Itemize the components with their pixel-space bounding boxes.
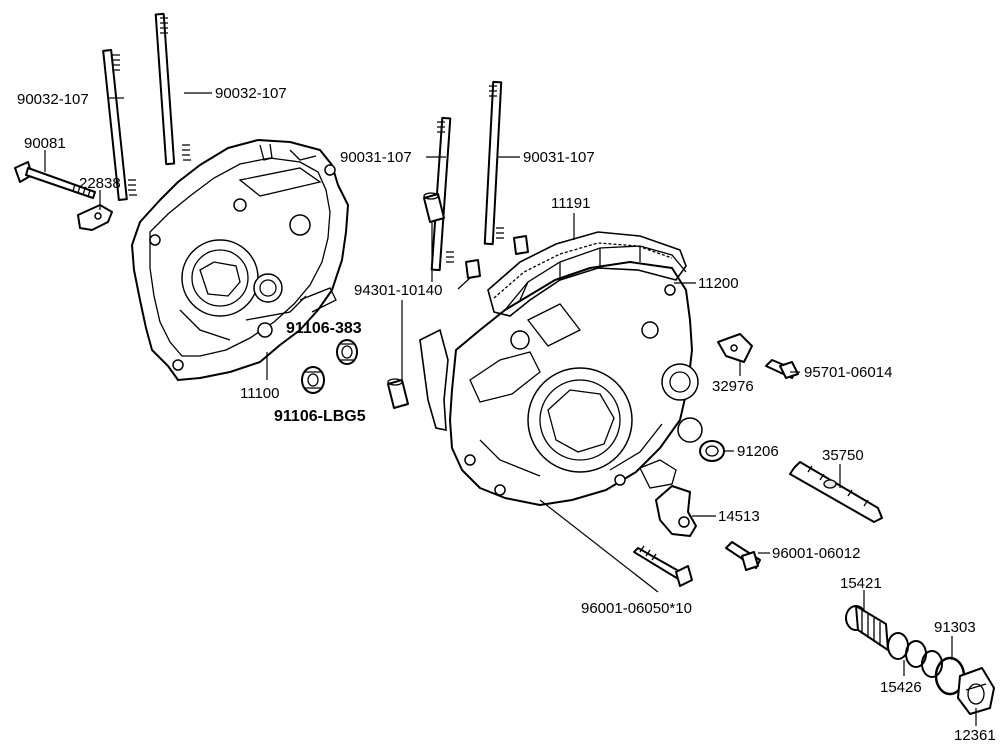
label-32976: 32976 bbox=[712, 378, 754, 395]
label-90031-107-b: 90031-107 bbox=[523, 149, 595, 166]
bolt-96001-06012[interactable] bbox=[725, 541, 761, 571]
label-11100: 11100 bbox=[240, 385, 280, 402]
label-91106-383: 91106-383 bbox=[286, 320, 362, 337]
dowel-pin-small-a[interactable] bbox=[465, 259, 481, 279]
label-91206: 91206 bbox=[737, 443, 779, 460]
label-35750: 35750 bbox=[822, 447, 864, 464]
stud-90031-107-b[interactable] bbox=[483, 80, 504, 246]
o-ring-15426[interactable] bbox=[887, 632, 943, 678]
label-94301-10140: 94301-10140 bbox=[354, 282, 442, 299]
bracket-14513[interactable] bbox=[655, 485, 697, 537]
label-90032-107-b: 90032-107 bbox=[215, 85, 287, 102]
needle-bearing-91106-lbg5[interactable] bbox=[301, 366, 325, 394]
label-12361: 12361 bbox=[954, 727, 996, 744]
label-22838: 22838 bbox=[79, 175, 121, 192]
right-crankcase-part[interactable] bbox=[449, 245, 703, 506]
needle-bearing-91106-383[interactable] bbox=[336, 339, 358, 365]
leader-lines bbox=[44, 92, 977, 726]
label-90032-107-a: 90032-107 bbox=[17, 91, 89, 108]
oil-screen-15421[interactable] bbox=[845, 605, 889, 651]
stud-90032-107-a[interactable] bbox=[102, 48, 137, 202]
dowel-pin-small-b[interactable] bbox=[513, 235, 529, 255]
label-95701-06014: 95701-06014 bbox=[804, 364, 892, 381]
bolt-96001-06050[interactable] bbox=[633, 545, 693, 587]
label-91303: 91303 bbox=[934, 619, 976, 636]
bolt-90081[interactable] bbox=[14, 161, 96, 199]
dowel-pin-lower[interactable] bbox=[387, 378, 409, 409]
label-11191: 11191 bbox=[551, 195, 591, 212]
drain-plug-12361[interactable] bbox=[957, 667, 995, 715]
label-90031-107-a: 90031-107 bbox=[340, 149, 412, 166]
label-96001-06012: 96001-06012 bbox=[772, 545, 860, 562]
oil-seal-91206[interactable] bbox=[699, 440, 725, 462]
bolt-95701-06014[interactable] bbox=[765, 359, 799, 379]
label-15426: 15426 bbox=[880, 679, 922, 696]
dowel-pin-upper[interactable] bbox=[423, 192, 445, 223]
label-14513: 14513 bbox=[718, 508, 760, 525]
part-labels: 90032-107 90032-107 90081 22838 90031-10… bbox=[17, 85, 996, 744]
label-96001-06050: 96001-06050*10 bbox=[581, 600, 692, 617]
stud-90032-107-b[interactable] bbox=[154, 12, 191, 166]
clip-32976[interactable] bbox=[717, 333, 753, 363]
label-15421: 15421 bbox=[840, 575, 882, 592]
bracket-22838[interactable] bbox=[77, 204, 113, 231]
label-90081: 90081 bbox=[24, 135, 66, 152]
gasket-11191[interactable] bbox=[419, 231, 687, 431]
label-11200: 11200 bbox=[698, 275, 739, 292]
left-crankcase-part[interactable] bbox=[131, 139, 349, 381]
sensor-35750[interactable] bbox=[789, 461, 883, 523]
label-91106-lbg5: 91106-LBG5 bbox=[274, 408, 366, 425]
